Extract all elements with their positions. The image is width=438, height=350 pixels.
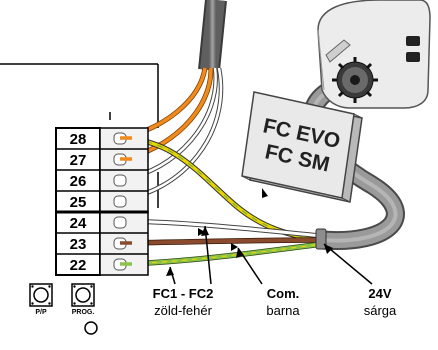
terminal-25-label: 25: [70, 194, 87, 211]
terminal-26-label: 26: [70, 173, 87, 190]
caption-fc-subtitle: zöld-fehér: [154, 303, 212, 318]
terminal-23-label: 23: [70, 236, 87, 253]
arrow-heads: [166, 188, 333, 276]
terminal-block: 28 27 26 25 24 23 22: [55, 127, 149, 276]
prog-button[interactable]: [71, 283, 95, 307]
terminal-24-label: 24: [70, 215, 87, 232]
caption-24v-subtitle: sárga: [364, 303, 397, 318]
fc-connector-plate: FC EVO FC SM: [241, 91, 363, 203]
motor-unit: [317, 0, 431, 109]
terminal-22-label: 22: [70, 257, 87, 274]
caption-com-subtitle: barna: [266, 303, 300, 318]
pp-button[interactable]: [29, 283, 53, 307]
main-cable: [198, 0, 227, 72]
terminal-28-label: 28: [70, 131, 87, 148]
pp-button-label: P/P: [35, 309, 47, 316]
led-indicator: [84, 321, 98, 335]
caption-24v-title: 24V: [368, 286, 391, 301]
terminal-27-label: 27: [70, 152, 87, 169]
caption-com-title: Com.: [267, 286, 300, 301]
prog-button-label: PROG.: [72, 309, 95, 316]
caption-fc-title: FC1 - FC2: [153, 286, 214, 301]
